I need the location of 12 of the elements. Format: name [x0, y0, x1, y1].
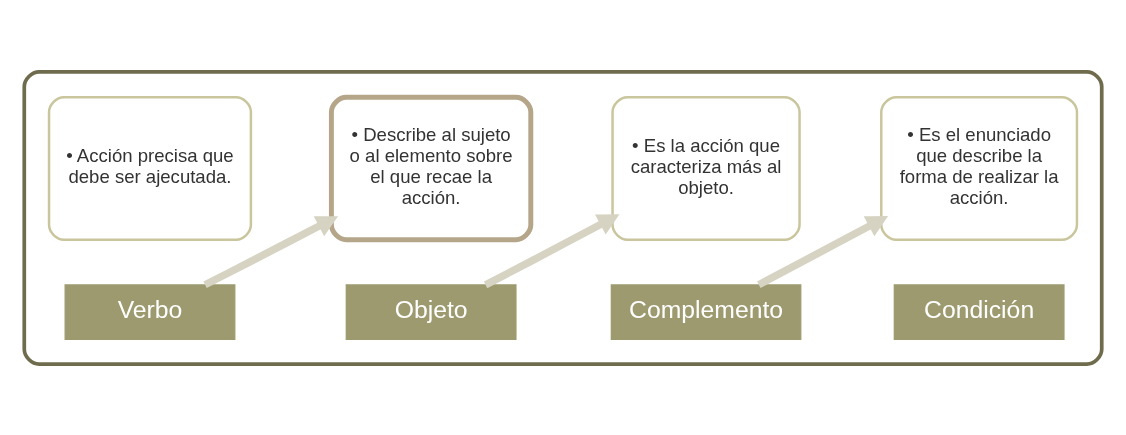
node-box: • Es la acción que caracteriza más al objeto.	[611, 95, 801, 241]
node-box: Verbo	[64, 283, 236, 340]
node-box: • Describe al sujeto o al elemento sobre el que recae la acción.	[328, 94, 534, 242]
cluster	[22, 69, 1104, 366]
arrow	[483, 213, 620, 288]
arrow	[203, 215, 339, 288]
node-box: • Es el enunciado que describe la forma de realizar la acción.	[880, 95, 1079, 241]
node-box: • Acción precisa que debe ser ajecutada.	[47, 95, 253, 241]
node-box: Condición	[893, 283, 1065, 340]
node-box: Objeto	[345, 283, 517, 340]
node-box: Complemento	[610, 283, 802, 340]
arrow	[757, 215, 889, 288]
